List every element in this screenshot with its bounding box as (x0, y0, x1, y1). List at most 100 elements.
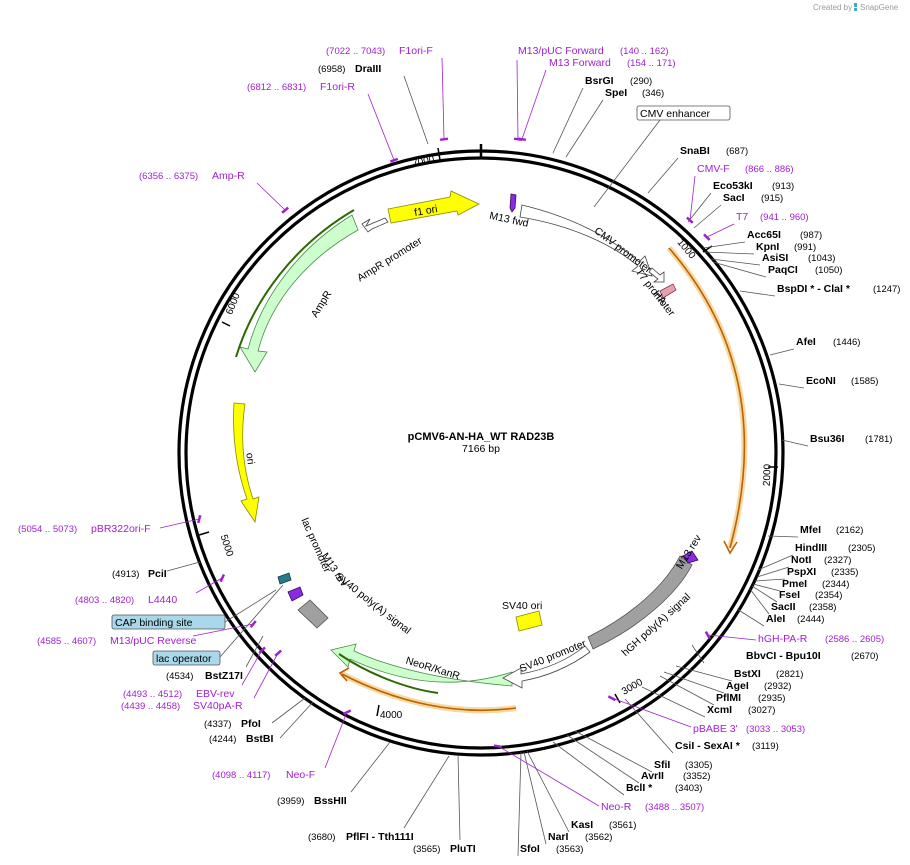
site-label-noti[interactable]: NotI (791, 554, 811, 566)
site-position-econi: (1585) (851, 376, 878, 387)
leader-primer-t7 (706, 223, 735, 238)
feature-ampr[interactable] (239, 214, 359, 373)
feature-sv40-polya-signal[interactable] (297, 599, 329, 629)
site-label-csii-sexai[interactable]: CsiI - SexAI * (675, 740, 741, 752)
feature-hgh-polya-signal[interactable] (587, 555, 693, 650)
site-label-sacii[interactable]: SacII (771, 601, 796, 613)
feature-ampr-orf-line (235, 209, 355, 358)
leader-site-acc65i (702, 241, 746, 249)
leader-primer-sv40pa-r (253, 652, 279, 699)
primer-mark-neo-f (342, 709, 352, 716)
site-label-xcmi[interactable]: XcmI (707, 704, 732, 716)
site-label-afei[interactable]: AfeI (796, 336, 816, 348)
primer-mark-bar-ebv-rev (258, 646, 266, 654)
site-label-eco53ki[interactable]: Eco53kI (713, 180, 753, 192)
primer-label-sv40pa-r[interactable]: SV40pA-R (193, 700, 243, 712)
site-label-pluti[interactable]: PluTI (450, 843, 476, 855)
feature-ori-label: ori (243, 452, 257, 465)
feature-ha[interactable] (659, 283, 677, 299)
primer-label-t7[interactable]: T7 (736, 211, 748, 223)
site-label-sfii[interactable]: SfiI (654, 759, 670, 771)
leader-cap-binding-site (224, 589, 277, 623)
site-label-bsshii[interactable]: BssHII (314, 795, 347, 807)
feature-m13-rev-right[interactable] (682, 550, 699, 564)
site-label-asisi[interactable]: AsiSI (762, 252, 788, 264)
site-label-bspdi-clai[interactable]: BspDI * - ClaI * (777, 283, 851, 295)
primer-position-ebv-rev: (4493 .. 4512) (123, 689, 182, 700)
primer-label-pbabe-3[interactable]: pBABE 3' (693, 723, 738, 735)
orf-neo-arrow (338, 667, 350, 682)
site-label-draiii[interactable]: DraIII (355, 63, 381, 75)
site-label-econi[interactable]: EcoNI (806, 375, 836, 387)
site-label-paqci[interactable]: PaqCI (768, 264, 798, 276)
primer-label-pbr322ori-f[interactable]: pBR322ori-F (91, 523, 151, 535)
site-label-mfei[interactable]: MfeI (800, 524, 821, 536)
site-label-kasi[interactable]: KasI (571, 819, 593, 831)
site-label-kpni[interactable]: KpnI (756, 241, 779, 253)
boxed-label-cap-binding-site[interactable]: CAP binding site (111, 614, 226, 630)
site-label-pcii[interactable]: PciI (148, 568, 167, 580)
ruler-tick-5000 (198, 531, 210, 536)
credit-text: Created by (813, 3, 852, 12)
feature-sv40-ori[interactable] (515, 610, 543, 632)
ruler-label-6000: 6000 (224, 291, 243, 316)
feature-ampr-promoter[interactable] (361, 217, 389, 233)
feature-f1-ori[interactable] (387, 190, 480, 224)
site-label-nari[interactable]: NarI (548, 831, 569, 843)
feature-lac-operator-mark[interactable] (277, 572, 292, 585)
site-label-bsrgi[interactable]: BsrGI (585, 75, 614, 87)
feature-cmv-promoter[interactable] (519, 204, 653, 277)
primer-label-amp-r[interactable]: Amp-R (212, 170, 245, 182)
credit-brand: SnapGene (860, 3, 899, 12)
primer-label-f1ori-f[interactable]: F1ori-F (399, 45, 433, 57)
primer-label-l4440[interactable]: L4440 (148, 594, 177, 606)
site-label-pmei[interactable]: PmeI (782, 578, 807, 590)
feature-m13-rev-left[interactable] (287, 586, 304, 602)
leader-site-agei (663, 671, 725, 694)
primer-label-m13-puc-forward[interactable]: M13/pUC Forward (518, 45, 604, 57)
boxed-label-cap-binding-site-text: CAP binding site (115, 617, 193, 629)
boxed-label-lac-operator[interactable]: lac operator (152, 650, 221, 666)
site-label-acc65i[interactable]: Acc65I (747, 229, 781, 241)
site-label-avrii[interactable]: AvrII (641, 770, 664, 782)
site-label-bstz17i[interactable]: BstZ17I (205, 670, 243, 682)
site-label-pflmi[interactable]: PflMI (716, 692, 741, 704)
site-label-fsei[interactable]: FseI (779, 589, 800, 601)
primer-label-f1ori-r[interactable]: F1ori-R (320, 81, 355, 93)
site-label-agei[interactable]: AgeI (726, 680, 749, 692)
site-label-snabi[interactable]: SnaBI (680, 145, 710, 157)
leader-cmv-enhancer (593, 119, 661, 208)
feature-ori[interactable] (233, 402, 260, 524)
site-label-bstxi[interactable]: BstXI (734, 668, 761, 680)
primer-label-neo-f[interactable]: Neo-F (286, 769, 315, 781)
site-label-bstbi[interactable]: BstBI (246, 733, 274, 745)
boxed-label-cmv-enhancer[interactable]: CMV enhancer (636, 105, 731, 121)
site-label-alei[interactable]: AleI (766, 613, 785, 625)
primer-label-ebv-rev[interactable]: EBV-rev (196, 688, 235, 700)
feature-m13-fwd[interactable] (509, 193, 517, 213)
feature-t7-promoter[interactable] (648, 267, 665, 283)
feature-sv40-promoter[interactable] (502, 645, 591, 689)
leader-primer-f1ori-f (441, 57, 445, 140)
primer-label-hgh-pa-r[interactable]: hGH-PA-R (758, 633, 808, 645)
site-label-saci[interactable]: SacI (723, 192, 745, 204)
site-label-bbvci-bpu10i[interactable]: BbvCI - Bpu10I (746, 650, 821, 662)
leader-primer-ebv-rev (241, 649, 263, 686)
site-position-bstz17i: (4534) (166, 671, 193, 682)
feature-neor-kanr[interactable] (330, 643, 513, 687)
site-label-hindiii[interactable]: HindIII (795, 542, 827, 554)
primer-label-m13-puc-reverse[interactable]: M13/pUC Reverse (110, 635, 197, 647)
site-label-pflfi-tth111i[interactable]: PflFI - Tth111I (346, 831, 414, 843)
site-label-pspxi[interactable]: PspXI (787, 566, 816, 578)
site-label-spei[interactable]: SpeI (605, 87, 627, 99)
site-label-bsu36i[interactable]: Bsu36I (810, 433, 845, 445)
primer-label-neo-r[interactable]: Neo-R (601, 801, 632, 813)
site-label-bcli[interactable]: BclI * (626, 782, 653, 794)
primer-label-m13-forward[interactable]: M13 Forward (549, 57, 611, 69)
leader-site-bcli (552, 741, 625, 796)
primer-mark-bar-m13-forward (517, 137, 527, 142)
primer-mark-m13-puc-reverse (249, 620, 257, 629)
site-label-sfoi[interactable]: SfoI (520, 843, 540, 855)
primer-label-cmv-f[interactable]: CMV-F (697, 163, 730, 175)
site-label-pfoi[interactable]: PfoI (241, 718, 261, 730)
